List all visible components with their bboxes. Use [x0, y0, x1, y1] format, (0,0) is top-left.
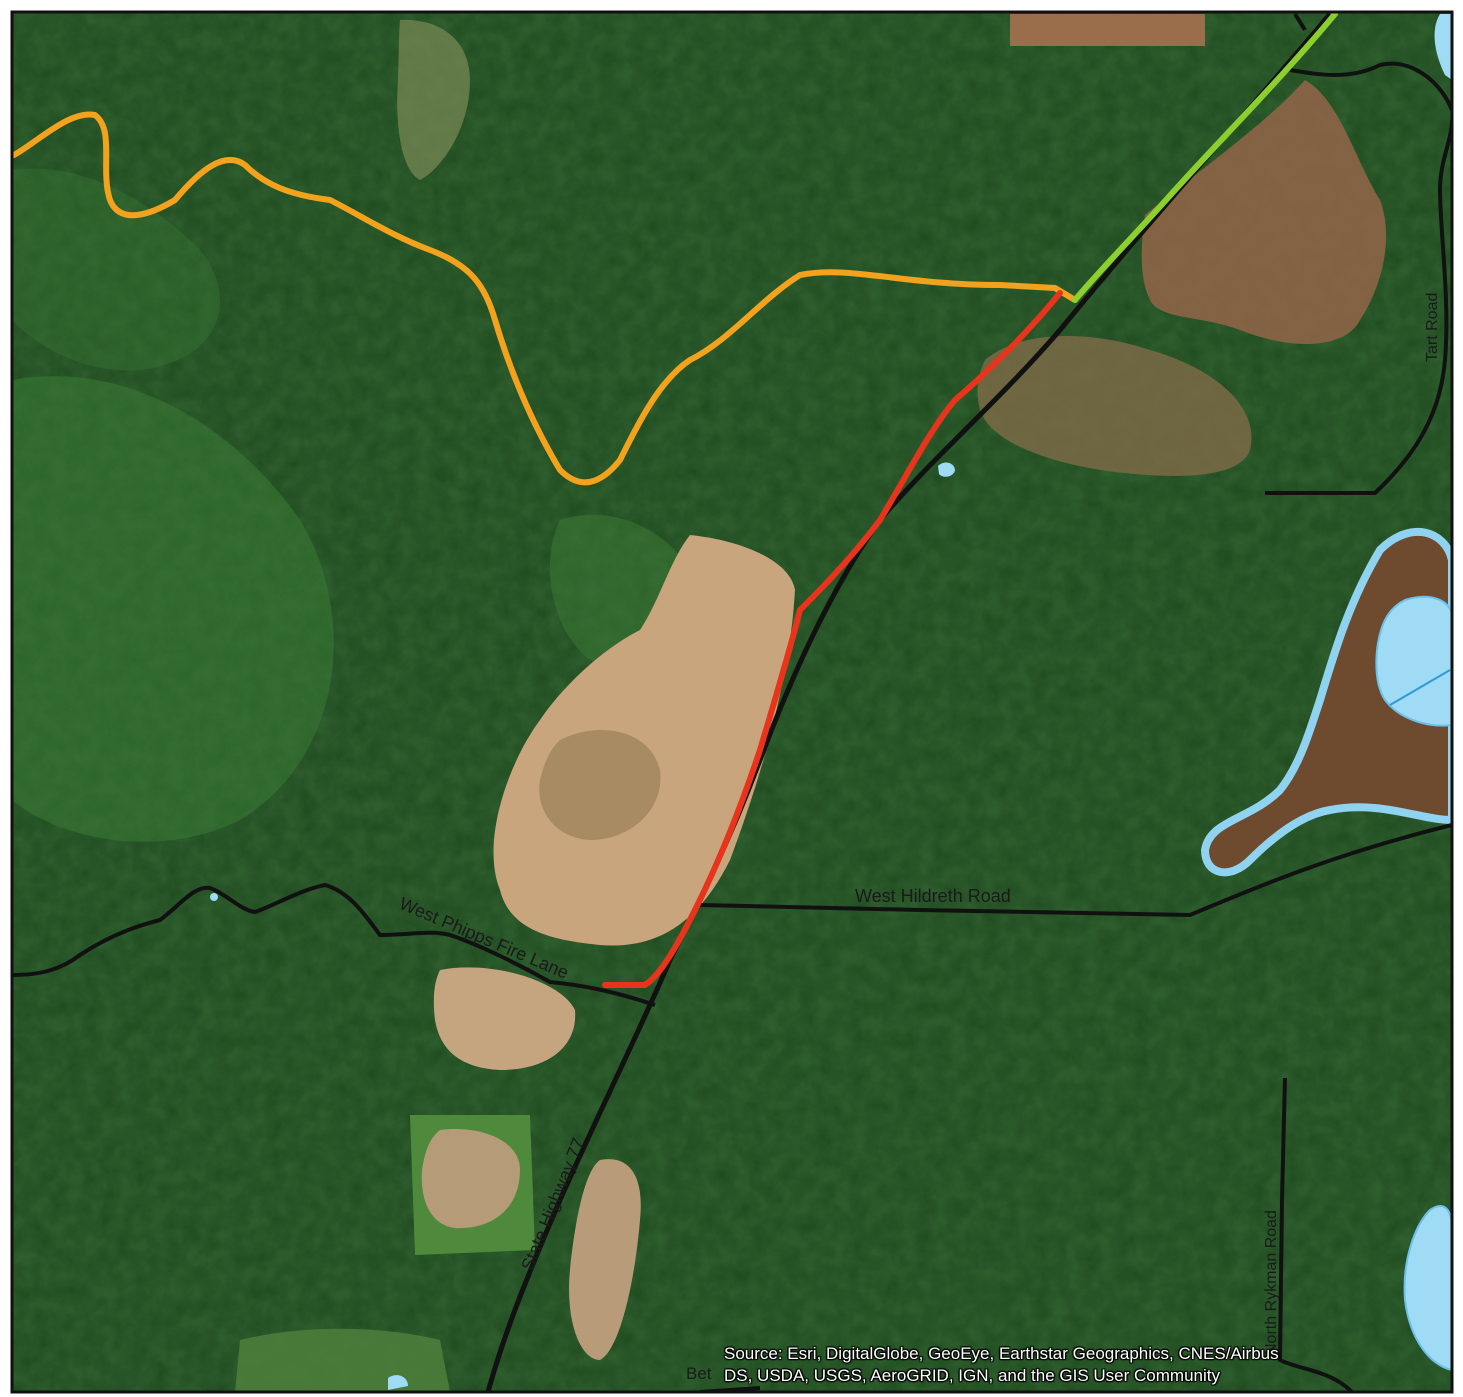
lake-channel [1389, 669, 1451, 706]
map-frame [10, 10, 1454, 1394]
stream-northeast [1434, 14, 1452, 80]
lake-east [1375, 595, 1452, 727]
road-tart [1265, 119, 1452, 495]
clearing-quarry-inner [539, 730, 661, 840]
attribution-line-1: Source: Esri, DigitalGlobe, GeoEye, Eart… [724, 1344, 1279, 1363]
label-bet: Bet [686, 1364, 712, 1383]
label-tart-road: Tart Road [1424, 293, 1441, 362]
label-west-hildreth-road: West Hildreth Road [855, 886, 1011, 906]
label-north-rykman-road: North Rykman Road [1263, 1210, 1280, 1355]
attribution: Source: Esri, DigitalGlobe, GeoEye, Eart… [724, 1343, 1424, 1387]
lake-southeast [1403, 1205, 1452, 1372]
clearing-camp [977, 336, 1252, 476]
pond-center [938, 462, 955, 477]
clearing-top [1010, 14, 1205, 46]
route-green [1072, 12, 1338, 303]
road-west-phipps-fire-lane [12, 882, 656, 1007]
clearing-top-left [397, 19, 470, 181]
clearing-bottom-left [235, 1328, 450, 1392]
road-north-rykman [1277, 1077, 1354, 1392]
road-top-spur [1293, 12, 1307, 32]
route-orange [12, 111, 1078, 486]
clearing-lower-west [433, 967, 576, 1070]
road-west-hildreth [699, 823, 1452, 918]
road-north-top [1289, 61, 1452, 111]
pond-bottom [388, 1375, 408, 1390]
clearing-northeast [1141, 80, 1387, 344]
road-state-highway-77 [485, 12, 1332, 1392]
pond-west [210, 893, 218, 901]
clearing-strip [569, 1159, 641, 1360]
route-red [602, 290, 1063, 988]
clearing-pasture-inner [421, 1129, 520, 1229]
clearing-quarry [493, 535, 795, 946]
attribution-line-2: DS, USDA, USGS, AeroGRID, IGN, and the G… [724, 1366, 1220, 1385]
